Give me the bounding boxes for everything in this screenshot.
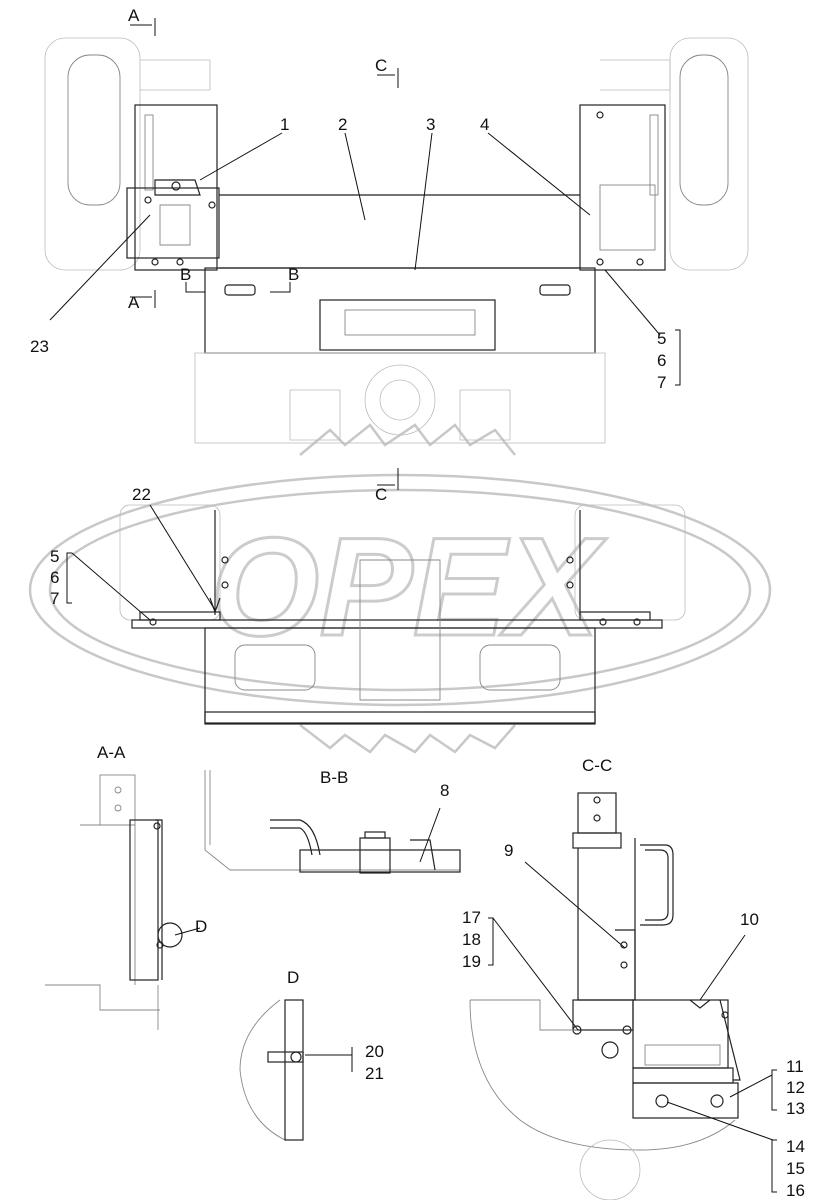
- detail-d: D: [239, 968, 304, 1141]
- callout-5-top: 5: [657, 329, 666, 348]
- cut-label-a-bottom: A: [128, 293, 140, 312]
- callout-3: 3: [426, 115, 435, 134]
- callout-10: 10: [740, 910, 759, 929]
- callout-6-top: 6: [657, 351, 666, 370]
- callout-22: 22: [132, 485, 151, 504]
- section-b-b: B-B: [204, 768, 461, 874]
- front-view: [119, 504, 686, 725]
- callout-12: 12: [786, 1078, 805, 1097]
- cut-label-c-top: C: [375, 56, 387, 75]
- top-view: [44, 37, 749, 444]
- cut-mark-c-top: C: [375, 56, 399, 88]
- cut-mark-c-mid: C: [375, 468, 399, 504]
- watermark-text: OPEX: [210, 508, 607, 665]
- cut-mark-b-right: B: [270, 265, 299, 293]
- callout-2: 2: [338, 115, 347, 134]
- cut-label-a-top: A: [128, 6, 140, 25]
- callout-7-mid: 7: [50, 589, 59, 608]
- cut-mark-b-left: B: [180, 265, 205, 293]
- callout-17: 17: [462, 908, 481, 927]
- callout-5-mid: 5: [50, 547, 59, 566]
- cut-label-b-left: B: [180, 265, 191, 284]
- watermark-logo: OPEX: [28, 423, 772, 754]
- section-title-a-a: A-A: [97, 743, 126, 762]
- callout-11: 11: [786, 1057, 804, 1076]
- callout-labels: 1 2 3 4 5 6 7 23 22 5 6 7 8 9 10 11 12 1…: [30, 115, 805, 1200]
- callout-19: 19: [462, 952, 481, 971]
- cut-mark-a-top: A: [128, 6, 156, 36]
- callout-detail-d: D: [195, 917, 207, 936]
- callout-14: 14: [786, 1137, 805, 1156]
- leader-lines: [49, 132, 777, 1193]
- section-title-c-c: C-C: [582, 756, 612, 775]
- callout-23: 23: [30, 337, 49, 356]
- callout-4: 4: [480, 115, 489, 134]
- callout-13: 13: [786, 1099, 805, 1118]
- cut-mark-a-bottom: A: [128, 290, 156, 312]
- section-a-a: A-A: [45, 743, 183, 1030]
- callout-21: 21: [365, 1064, 384, 1083]
- section-title-b-b: B-B: [320, 768, 348, 787]
- callout-7-top: 7: [657, 373, 666, 392]
- callout-9: 9: [504, 841, 513, 860]
- section-c-c: C-C: [469, 756, 741, 1200]
- callout-6-mid: 6: [50, 568, 59, 587]
- callout-15: 15: [786, 1159, 805, 1178]
- callout-18: 18: [462, 930, 481, 949]
- callout-16: 16: [786, 1181, 805, 1200]
- callout-8: 8: [440, 781, 449, 800]
- cut-label-c-mid: C: [375, 485, 387, 504]
- callout-20: 20: [365, 1042, 384, 1061]
- section-title-d: D: [287, 968, 299, 987]
- cut-label-b-right: B: [288, 265, 299, 284]
- callout-1: 1: [280, 115, 289, 134]
